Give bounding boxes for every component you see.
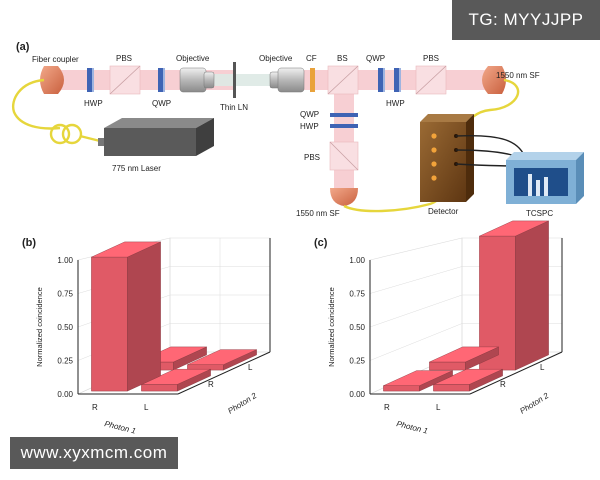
panel-c: (c) 0.00 0.25 0.50 0.75 1.00 Normalized … — [314, 220, 563, 436]
laser-body — [104, 128, 196, 156]
label-laser: 775 nm Laser — [112, 164, 161, 173]
thin-ln-crystal — [233, 62, 236, 98]
fiber-coupler-right — [482, 66, 506, 94]
label-tcspc: TCSPC — [526, 209, 553, 218]
label-qwp-left: QWP — [152, 99, 171, 108]
watermark-top-right: TG: MYYJJPP — [452, 0, 600, 40]
fiber-coupler-down — [330, 188, 358, 206]
xtick-b-l: L — [144, 403, 149, 412]
bar-l-r-front — [433, 384, 470, 392]
bar-r-r-side — [127, 241, 161, 392]
bar-l-l-side — [515, 220, 549, 371]
bar-r-r-front — [91, 256, 128, 392]
label-cf: CF — [306, 54, 317, 63]
label-thin-ln: Thin LN — [220, 103, 248, 112]
bars-b — [91, 241, 257, 392]
xlabel-b: Photon 1 — [104, 419, 137, 435]
bar-l-l-top — [479, 220, 549, 237]
label-pbs-left: PBS — [116, 54, 132, 63]
ytick-b-l: L — [248, 363, 253, 372]
bar-l-r-top — [141, 369, 211, 385]
xlabel-c: Photon 1 — [396, 419, 429, 435]
laser-top — [104, 118, 214, 128]
ztick-c-2: 0.50 — [349, 323, 365, 332]
hwp-down — [330, 124, 358, 128]
fiber-loop-1 — [49, 123, 71, 145]
ztick-c-1: 0.25 — [349, 357, 365, 366]
panel-b: (b) 0.00 0.25 0.50 0.75 1.00 Normal — [22, 237, 271, 436]
panel-b-label: (b) — [22, 237, 36, 249]
laser-side — [196, 118, 214, 156]
zlabel-c: Normalized coincidence — [327, 287, 336, 367]
label-hwp-left: HWP — [84, 99, 103, 108]
label-sf-right: 1550 nm SF — [496, 71, 540, 80]
fiber-laser-to-coupler — [11, 78, 61, 130]
label-qwp-down: QWP — [300, 110, 319, 119]
label-objective-right: Objective — [259, 54, 293, 63]
ztick-b-0: 0.00 — [57, 390, 73, 399]
zlabel-b: Normalized coincidence — [35, 287, 44, 367]
bar-r-l-front — [429, 361, 466, 371]
ztick-b-4: 1.00 — [57, 256, 73, 265]
label-sf-down: 1550 nm SF — [296, 209, 340, 218]
tcspc-top — [506, 152, 584, 160]
label-hwp-right: HWP — [386, 99, 405, 108]
label-bs: BS — [337, 54, 348, 63]
ztick-c-3: 0.75 — [349, 290, 365, 299]
tcspc-side — [576, 152, 584, 204]
label-detector: Detector — [428, 207, 459, 216]
detector-body — [420, 122, 466, 202]
panel-a-label: (a) — [16, 41, 30, 53]
fiber-coupler-left — [40, 66, 64, 94]
detector-top — [420, 114, 474, 122]
bar-l-r-top — [433, 369, 503, 385]
detector-side — [466, 114, 474, 202]
fiber-loop-2 — [61, 123, 83, 145]
bar-r-r-top — [383, 370, 453, 386]
bar-r-r-top — [91, 241, 161, 258]
beam-crystal — [214, 74, 270, 86]
bar-r-l-top — [429, 346, 499, 363]
hwp-right — [394, 68, 399, 92]
panel-c-label: (c) — [314, 237, 328, 249]
bar-l-r-front — [141, 384, 178, 392]
ztick-b-3: 0.75 — [57, 290, 73, 299]
bar-l-l-top — [187, 349, 257, 365]
label-fiber-coupler: Fiber coupler — [32, 55, 79, 64]
qwp-down — [330, 113, 358, 117]
label-qwp-right: QWP — [366, 54, 385, 63]
ytick-c-r: R — [500, 380, 506, 389]
cf-filter — [310, 68, 315, 92]
ztick-c-0: 0.00 — [349, 390, 365, 399]
ztick-c-4: 1.00 — [349, 256, 365, 265]
bars-c — [383, 220, 549, 392]
ylabel-c: Photon 2 — [518, 391, 550, 416]
label-hwp-down: HWP — [300, 122, 319, 131]
panel-a: (a) Fiber coupler HWP PBS QWP Objective … — [11, 41, 584, 218]
watermark-bottom-left: www.xyxmcm.com — [10, 437, 178, 469]
beam-right — [290, 70, 495, 90]
hwp-left — [87, 68, 92, 92]
label-objective-left: Objective — [176, 54, 210, 63]
objective-left — [179, 67, 207, 93]
ztick-b-1: 0.25 — [57, 357, 73, 366]
label-pbs-right: PBS — [423, 54, 439, 63]
ytick-c-l: L — [540, 363, 545, 372]
beam-down — [334, 82, 354, 192]
label-pbs-down: PBS — [304, 153, 320, 162]
ztick-b-2: 0.50 — [57, 323, 73, 332]
qwp-left — [158, 68, 163, 92]
xtick-c-l: L — [436, 403, 441, 412]
ytick-b-r: R — [208, 380, 214, 389]
qwp-right — [378, 68, 383, 92]
xtick-c-r: R — [384, 403, 390, 412]
ylabel-b: Photon 2 — [226, 391, 258, 416]
xtick-b-r: R — [92, 403, 98, 412]
bar-r-r-front — [383, 385, 420, 392]
